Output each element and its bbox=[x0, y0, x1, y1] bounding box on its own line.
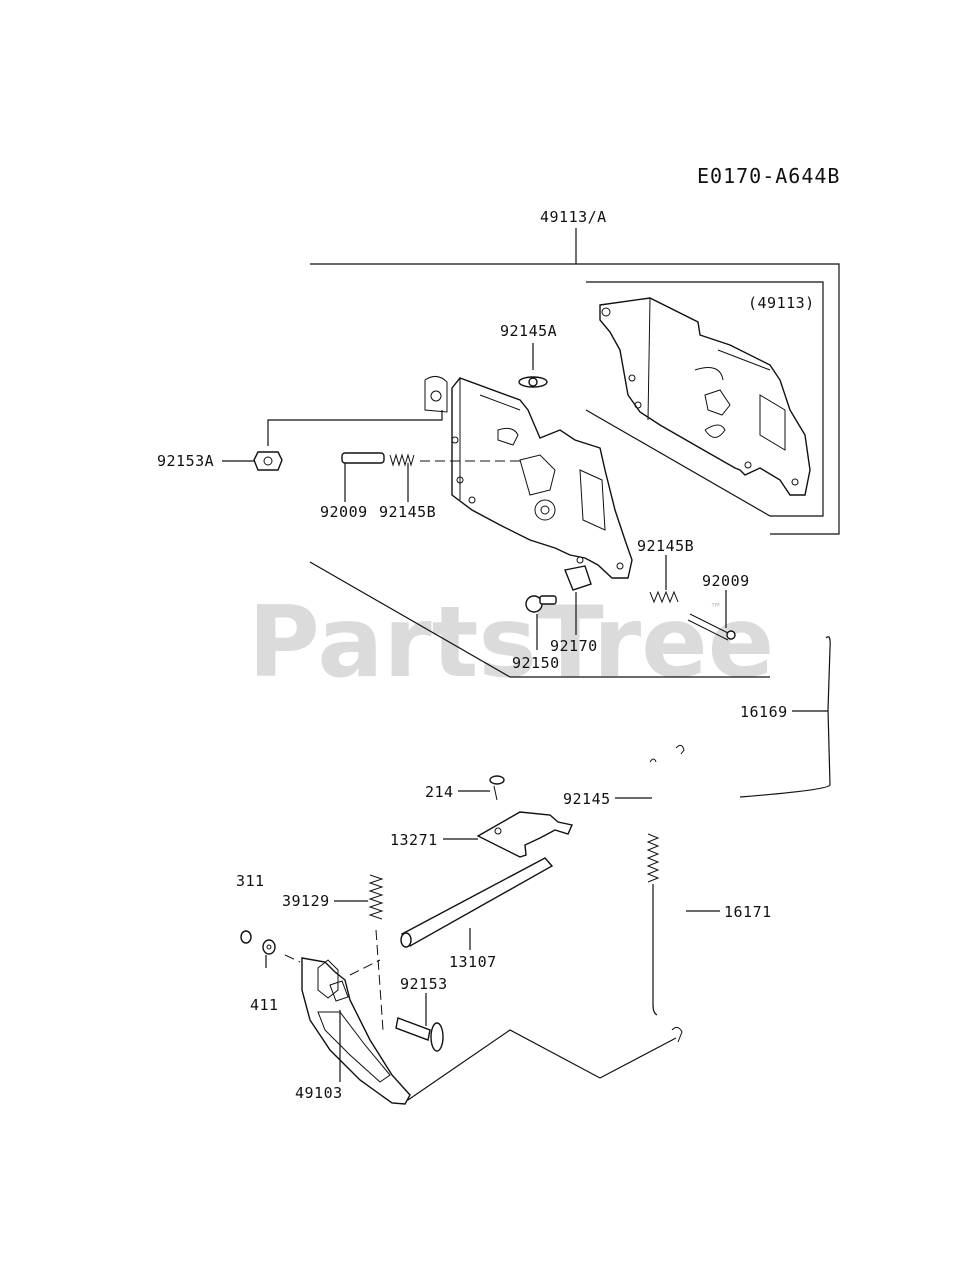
watermark-trademark: ™ bbox=[710, 601, 722, 615]
label-92145[interactable]: 92145 bbox=[563, 790, 611, 808]
label-92145b-right[interactable]: 92145B bbox=[637, 537, 694, 555]
diagram-code: E0170-A644B bbox=[697, 164, 840, 188]
clip-92145 bbox=[649, 744, 685, 763]
part-labels: 49113/A (49113) 92145A 92153A 92009 9214… bbox=[157, 208, 815, 1102]
bolt-92153 bbox=[395, 993, 444, 1052]
label-214[interactable]: 214 bbox=[425, 783, 454, 801]
spring-39129 bbox=[334, 874, 384, 1031]
label-49103[interactable]: 49103 bbox=[295, 1084, 343, 1102]
label-411[interactable]: 411 bbox=[250, 996, 279, 1014]
bolt-92009-right bbox=[687, 590, 736, 641]
label-16171[interactable]: 16171 bbox=[724, 903, 772, 921]
label-49113[interactable]: (49113) bbox=[748, 294, 815, 312]
inset-frame bbox=[585, 281, 824, 517]
leader-92153a-plate bbox=[267, 410, 443, 446]
bolt-92009-left bbox=[341, 452, 385, 502]
spring-92145b-right bbox=[649, 555, 679, 604]
spring-clip-92145a bbox=[518, 343, 548, 388]
label-49113a[interactable]: 49113/A bbox=[540, 208, 607, 226]
label-92170[interactable]: 92170 bbox=[550, 637, 598, 655]
shaft-13107 bbox=[400, 857, 554, 950]
rod-16169 bbox=[739, 636, 831, 798]
washer-411 bbox=[240, 930, 276, 968]
label-13107[interactable]: 13107 bbox=[449, 953, 497, 971]
label-92145b-left[interactable]: 92145B bbox=[379, 503, 436, 521]
assembly-bracket bbox=[309, 228, 840, 678]
screw-214 bbox=[458, 775, 505, 801]
label-16169[interactable]: 16169 bbox=[740, 703, 788, 721]
screw-92150 bbox=[525, 595, 557, 650]
label-39129[interactable]: 39129 bbox=[282, 892, 330, 910]
label-311[interactable]: 311 bbox=[236, 872, 265, 890]
spring-92145b-left bbox=[389, 453, 415, 502]
watermark: PartsTree bbox=[248, 586, 774, 700]
spring-16171 bbox=[646, 833, 720, 1016]
label-92150[interactable]: 92150 bbox=[512, 654, 560, 672]
control-plate-main bbox=[424, 376, 633, 579]
label-13271[interactable]: 13271 bbox=[390, 831, 438, 849]
lever-49103 bbox=[284, 954, 683, 1105]
label-92009-right[interactable]: 92009 bbox=[702, 572, 750, 590]
label-92153[interactable]: 92153 bbox=[400, 975, 448, 993]
label-92153a[interactable]: 92153A bbox=[157, 452, 214, 470]
label-92145a[interactable]: 92145A bbox=[500, 322, 557, 340]
nut-92153a bbox=[222, 451, 283, 471]
label-92009-left[interactable]: 92009 bbox=[320, 503, 368, 521]
plate-13271 bbox=[443, 811, 573, 858]
control-plate-inset bbox=[599, 297, 811, 496]
clamp-92170 bbox=[564, 565, 592, 635]
